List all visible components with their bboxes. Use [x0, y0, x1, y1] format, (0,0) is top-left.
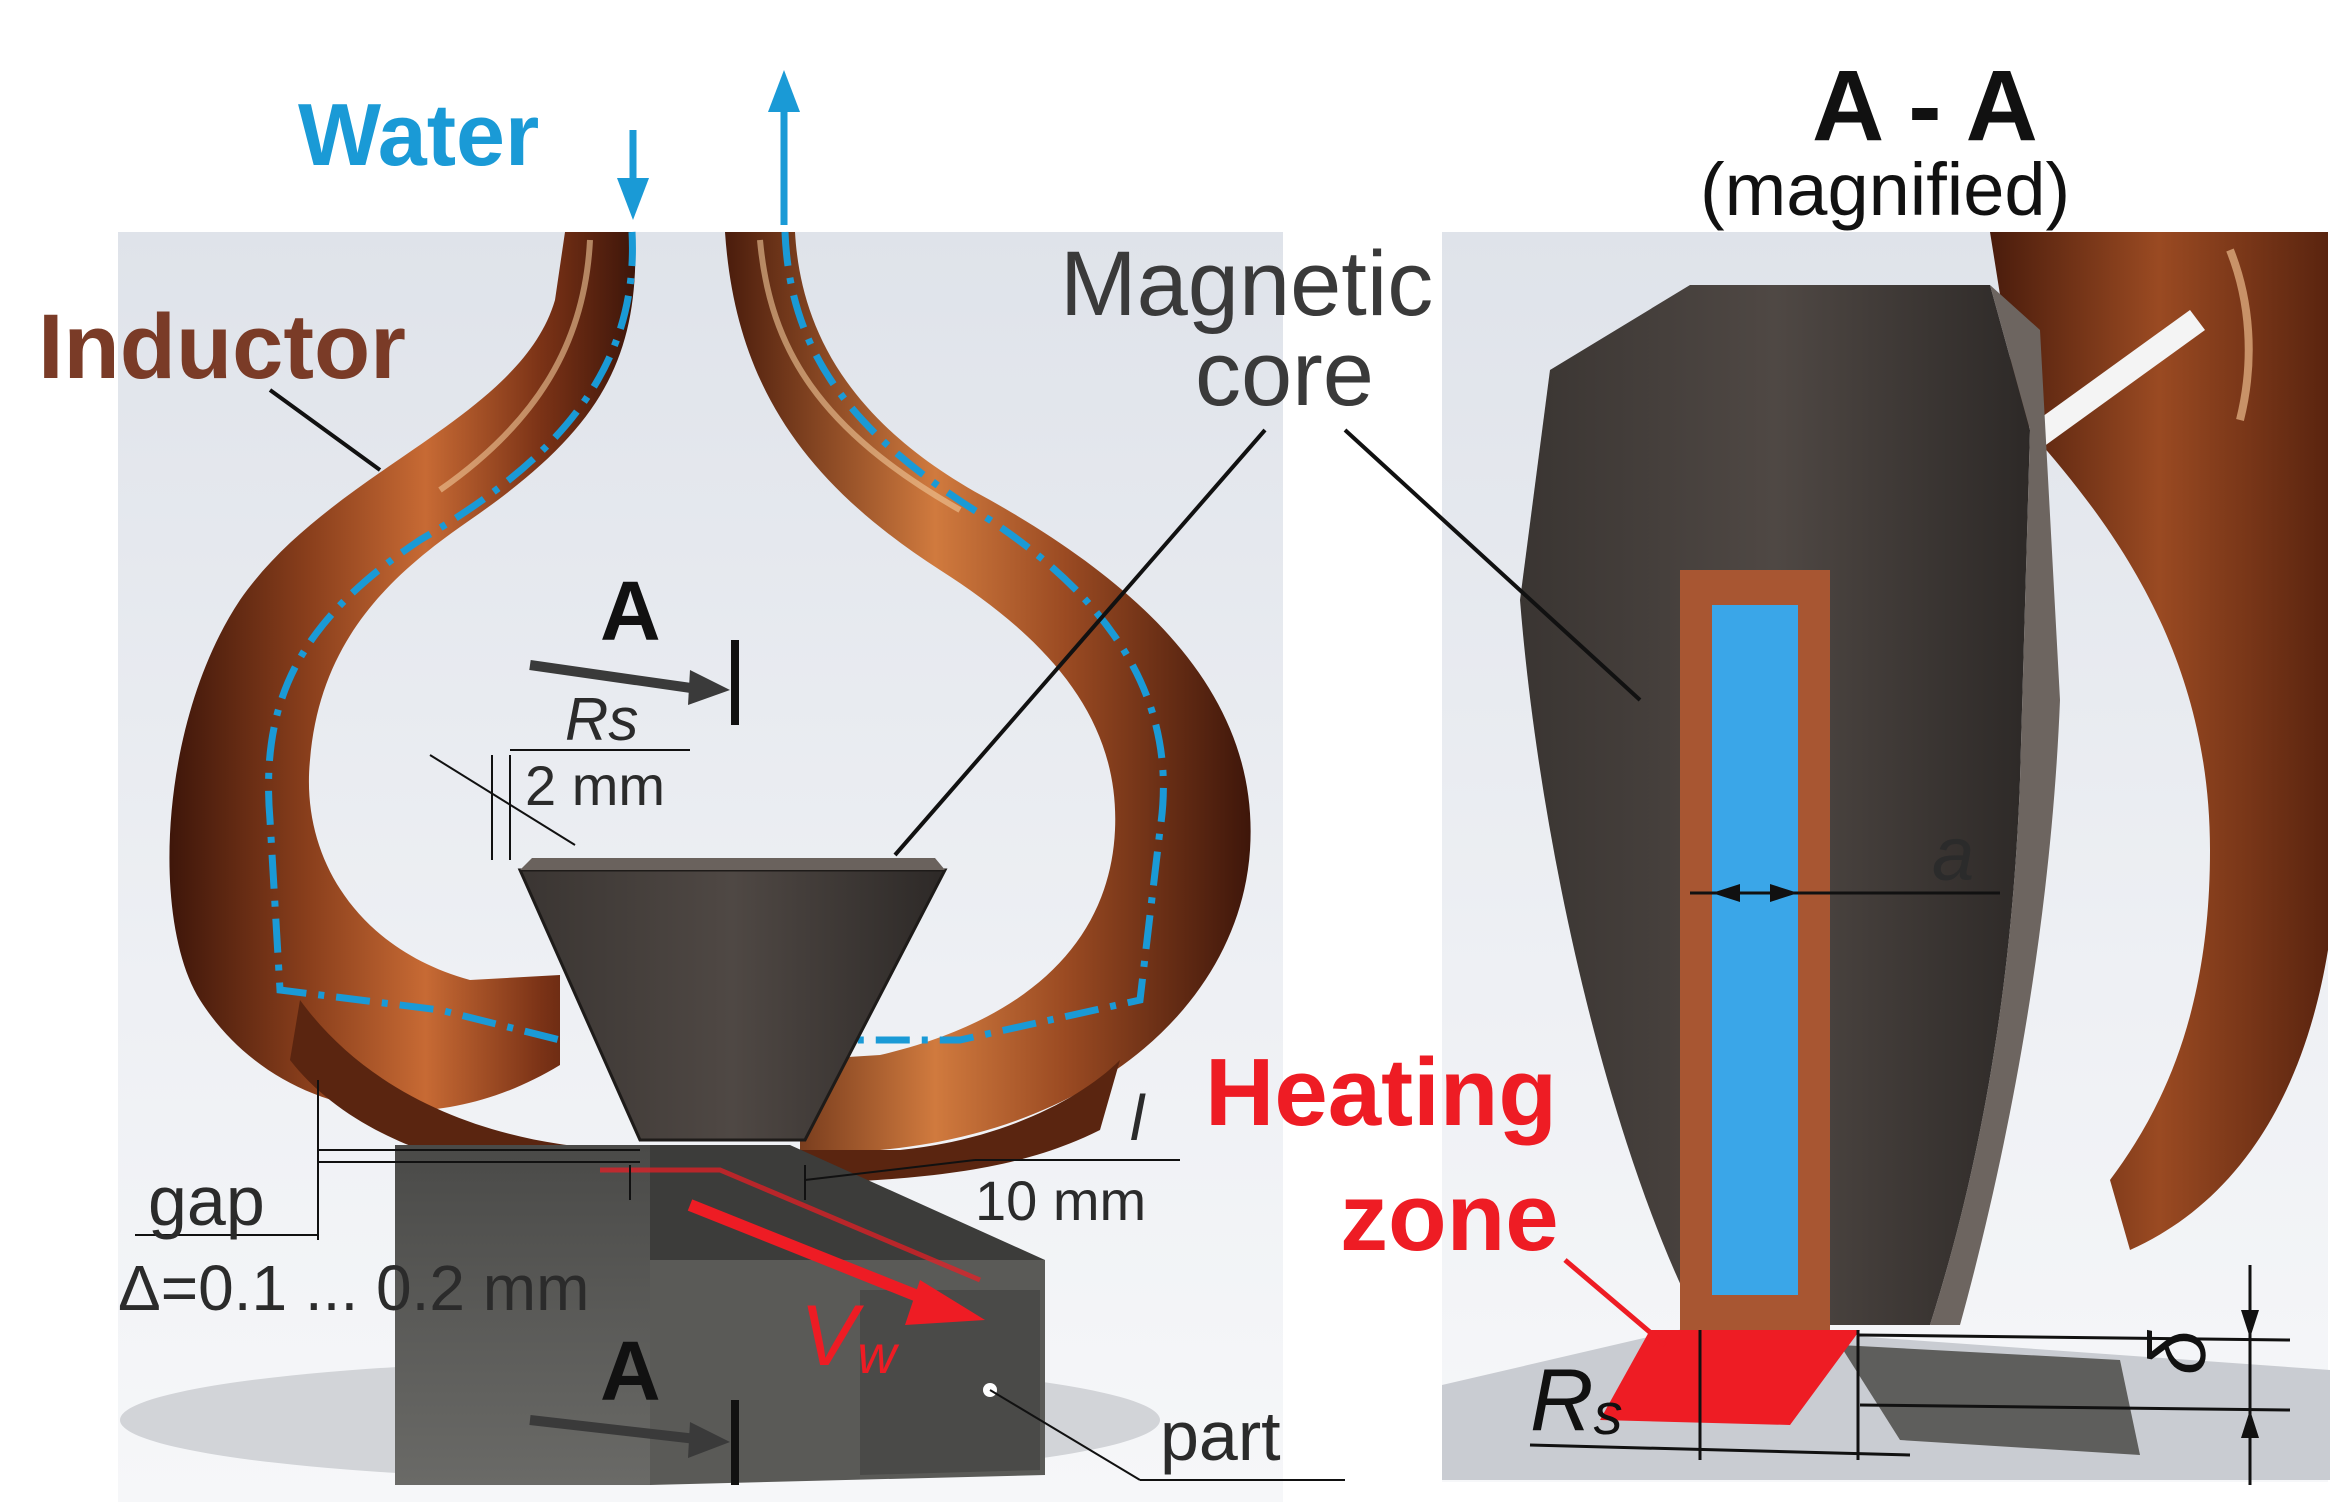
- rs-symbol-label: Rs: [565, 686, 638, 753]
- section-mark-top-arrow: [529, 660, 706, 695]
- rs-right-symbol: R: [1530, 1350, 1594, 1449]
- heating-zone-label-line1: Heating: [1205, 1039, 1557, 1146]
- part-leader-line: [989, 1389, 1141, 1481]
- water-label: Water: [298, 85, 539, 184]
- heating-trace: [600, 1167, 981, 1283]
- section-mark-top-label: A: [600, 564, 661, 658]
- delta-arrowhead-bottom: [2241, 1410, 2259, 1438]
- delta-reference-line: [1857, 1333, 2291, 1342]
- right-part-shadow: [1840, 1345, 2140, 1455]
- section-mark-bottom-label: A: [600, 1324, 661, 1418]
- magnetic-core-section-side: [1930, 285, 2060, 1325]
- inductor-label: Inductor: [38, 296, 406, 398]
- rs-right-label: Rs: [1530, 1350, 1623, 1449]
- section-mark-bottom-arrow: [529, 1415, 706, 1445]
- water-out-arrow-head: [768, 70, 800, 112]
- right-inductor-edge: [2010, 310, 2205, 460]
- right-panel: A - A (magnified) Heating zone a Rs δ: [1205, 50, 2330, 1485]
- inductor-highlight: [438, 239, 593, 493]
- magnetic-core-label-line1: Magnetic: [1060, 233, 1433, 335]
- magnetic-core-label-line2: core: [1195, 323, 1374, 425]
- section-mark-top-arrowhead: [688, 670, 730, 705]
- velocity-arrow-head: [905, 1280, 985, 1325]
- rs-value-label: 2 mm: [525, 754, 665, 817]
- section-subtitle: (magnified): [1700, 148, 2070, 231]
- part-bar-face: [860, 1290, 1040, 1475]
- magnetic-core-leader-line: [893, 428, 1267, 857]
- heating-zone-shape: [1600, 1330, 1860, 1425]
- rs-right-subscript: s: [1594, 1382, 1623, 1447]
- part-label: part: [1160, 1397, 1281, 1475]
- a-dimension-arrowhead: [1770, 884, 1798, 902]
- heating-zone-label-line2: zone: [1340, 1164, 1559, 1271]
- section-title: A - A: [1812, 50, 2038, 162]
- a-dimension-arrowhead: [1712, 884, 1740, 902]
- inductor-highlight: [757, 239, 962, 513]
- velocity-label: Vw: [800, 1288, 899, 1385]
- magnetic-core-top-face: [520, 858, 945, 870]
- delta-symbol-label: δ: [2133, 1329, 2222, 1375]
- gap-label: gap: [148, 1162, 265, 1240]
- inductor-right-coil: [725, 232, 1251, 1150]
- rs-dimension-line: [429, 754, 576, 846]
- water-in-arrow-head: [617, 178, 649, 220]
- left-panel: Water Inductor Magnetic core A A Rs 2 mm…: [38, 70, 1433, 1502]
- delta-reference-line: [1859, 1403, 2291, 1412]
- gap-range-label: Δ=0.1 ... 0.2 mm: [118, 1252, 589, 1324]
- velocity-subscript: w: [857, 1325, 899, 1385]
- rs-right-dimension-line: [1529, 1443, 1911, 1457]
- inductor-left-coil: [169, 232, 636, 1111]
- section-mark-bottom-arrowhead: [688, 1422, 730, 1458]
- water-flow-path-left: [265, 231, 636, 1044]
- l-leader-line: [804, 1159, 976, 1181]
- inductor-bottom: [290, 1000, 1120, 1185]
- water-channel-section: [1712, 605, 1798, 1295]
- velocity-arrow-shaft: [687, 1199, 943, 1311]
- right-inductor-coil: [1990, 232, 2328, 1250]
- l-value-label: 10 mm: [975, 1169, 1146, 1232]
- a-symbol-label: a: [1932, 812, 1974, 897]
- heating-zone-leader: [1563, 1258, 1667, 1347]
- right-inductor-highlight: [2226, 248, 2253, 421]
- velocity-symbol: V: [800, 1288, 865, 1384]
- inductor-leader-line: [268, 388, 382, 472]
- delta-arrowhead-top: [2241, 1310, 2259, 1338]
- magnetic-core-leader-right: [1343, 428, 1642, 702]
- l-symbol-label: l: [1130, 1082, 1146, 1154]
